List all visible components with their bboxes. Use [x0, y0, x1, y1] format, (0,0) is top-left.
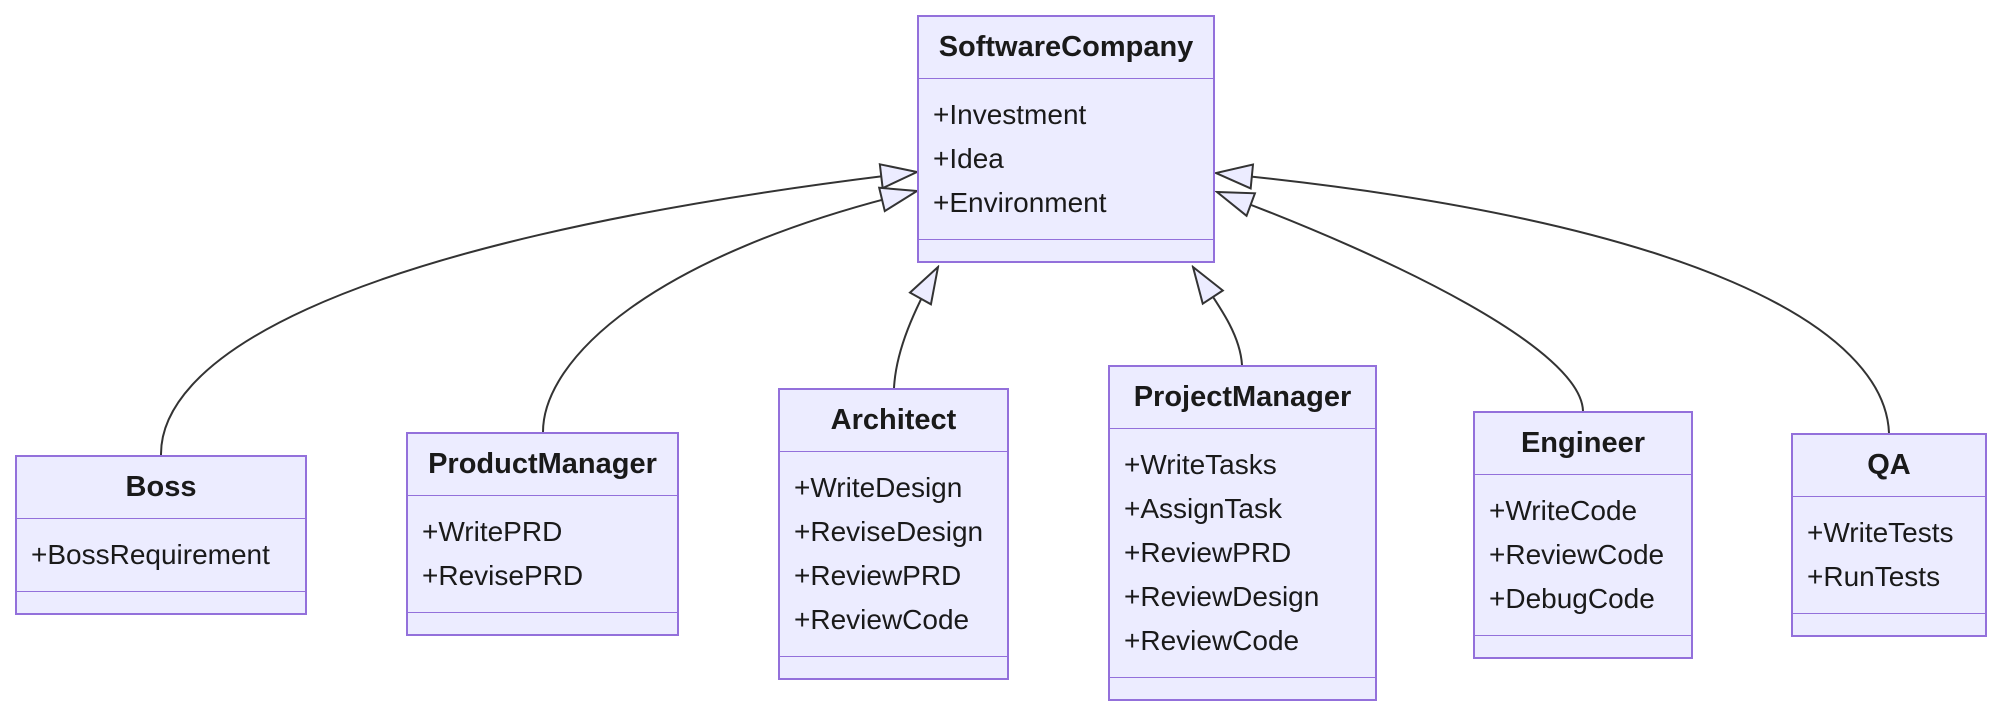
class-members: +WritePRD +RevisePRD — [408, 496, 677, 613]
class-member: +WriteTasks — [1124, 449, 1277, 480]
class-member: +ReviewPRD — [1124, 537, 1292, 568]
class-member: +Environment — [933, 187, 1107, 218]
class-member: +WriteCode — [1489, 495, 1638, 526]
class-member: +WriteTests — [1807, 517, 1954, 548]
class-title: ProjectManager — [1110, 367, 1375, 429]
class-member: +ReviewCode — [1124, 625, 1300, 656]
class-member: +RevisePRD — [422, 560, 584, 591]
class-methods-empty — [1793, 614, 1985, 635]
class-title: Architect — [780, 390, 1007, 452]
class-methods-empty — [1475, 636, 1691, 657]
inheritance-edge-engineer-to-softwarecompany — [1217, 192, 1584, 412]
class-member: +Investment — [933, 99, 1087, 130]
class-member: +AssignTask — [1124, 493, 1282, 524]
class-member: +ReviewCode — [794, 604, 970, 635]
class-title: SoftwareCompany — [919, 17, 1213, 79]
class-box-softwarecompany: SoftwareCompany +Investment +Idea +Envir… — [917, 15, 1215, 263]
class-box-qa: QA +WriteTests +RunTests — [1791, 433, 1987, 637]
class-box-productmanager: ProductManager +WritePRD +RevisePRD — [406, 432, 679, 636]
class-member: +WriteDesign — [794, 472, 963, 503]
class-methods-empty — [919, 240, 1213, 261]
class-members: +BossRequirement — [17, 519, 305, 592]
class-member: +BossRequirement — [31, 539, 270, 570]
class-title: ProductManager — [408, 434, 677, 496]
class-member: +DebugCode — [1489, 583, 1655, 614]
class-box-engineer: Engineer +WriteCode +ReviewCode +DebugCo… — [1473, 411, 1693, 659]
class-members: +WriteDesign +ReviseDesign +ReviewPRD +R… — [780, 452, 1007, 657]
inheritance-edge-projectmanager-to-softwarecompany — [1193, 267, 1243, 366]
class-methods-empty — [1110, 678, 1375, 699]
class-title: Boss — [17, 457, 305, 519]
class-member: +ReviewPRD — [794, 560, 962, 591]
class-title: QA — [1793, 435, 1985, 497]
class-methods-empty — [780, 657, 1007, 678]
class-members: +WriteTests +RunTests — [1793, 497, 1985, 614]
class-member: +ReviseDesign — [794, 516, 984, 547]
class-member: +Idea — [933, 143, 1004, 174]
inheritance-edge-qa-to-softwarecompany — [1216, 173, 1890, 434]
class-member: +ReviewCode — [1489, 539, 1665, 570]
class-member: +ReviewDesign — [1124, 581, 1320, 612]
class-members: +WriteTasks +AssignTask +ReviewPRD +Revi… — [1110, 429, 1375, 678]
class-methods-empty — [408, 613, 677, 634]
class-members: +Investment +Idea +Environment — [919, 79, 1213, 240]
inheritance-edge-boss-to-softwarecompany — [159, 172, 917, 456]
class-title: Engineer — [1475, 413, 1691, 475]
class-member: +RunTests — [1807, 561, 1941, 592]
class-members: +WriteCode +ReviewCode +DebugCode — [1475, 475, 1691, 636]
class-box-projectmanager: ProjectManager +WriteTasks +AssignTask +… — [1108, 365, 1377, 701]
class-box-boss: Boss +BossRequirement — [15, 455, 307, 615]
inheritance-edge-productmanager-to-softwarecompany — [542, 191, 917, 433]
class-member: +WritePRD — [422, 516, 563, 547]
class-box-architect: Architect +WriteDesign +ReviseDesign +Re… — [778, 388, 1009, 680]
inheritance-edge-architect-to-softwarecompany — [893, 267, 938, 389]
class-methods-empty — [17, 592, 305, 613]
